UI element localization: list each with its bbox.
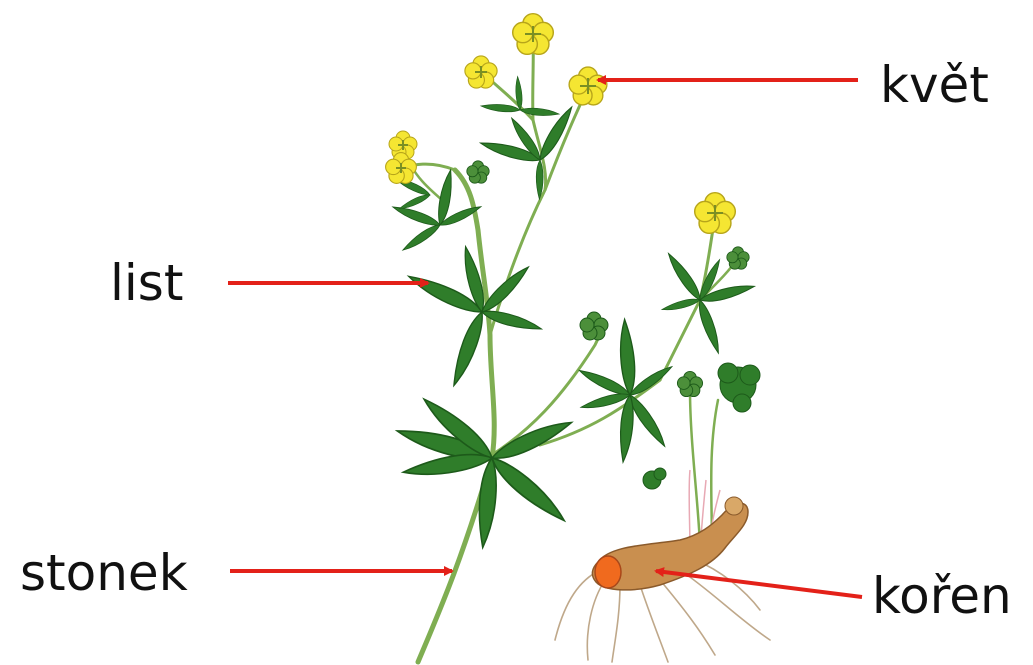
- rhizome-cut: [595, 556, 621, 588]
- leaf: [643, 468, 666, 489]
- bud: [467, 161, 489, 183]
- rootlet: [640, 585, 668, 662]
- leaf: [479, 105, 578, 199]
- leaf: [396, 391, 576, 548]
- label-leaf: list: [110, 258, 183, 308]
- rootlet: [660, 580, 715, 655]
- main-stem: [418, 170, 494, 662]
- arrow-group: [228, 80, 862, 597]
- leaf: [718, 363, 760, 412]
- flower: [513, 14, 554, 55]
- bud: [677, 371, 702, 396]
- label-flower: květ: [880, 60, 989, 110]
- flower: [569, 67, 607, 105]
- leaf: [578, 319, 675, 462]
- rhizome-node: [725, 497, 743, 515]
- leaf-group: [392, 76, 760, 548]
- bud: [580, 312, 608, 340]
- arrow-root: [656, 571, 862, 597]
- branch-stem: [690, 390, 700, 545]
- bud: [727, 247, 749, 269]
- flower: [465, 56, 497, 88]
- label-stem: stonek: [20, 548, 188, 598]
- rootlet: [612, 585, 620, 662]
- root-group: [555, 470, 770, 662]
- label-root: kořen: [872, 571, 1012, 621]
- flower: [695, 193, 736, 234]
- rootlet: [695, 560, 760, 610]
- rootlet: [587, 580, 605, 660]
- leaf: [407, 245, 543, 387]
